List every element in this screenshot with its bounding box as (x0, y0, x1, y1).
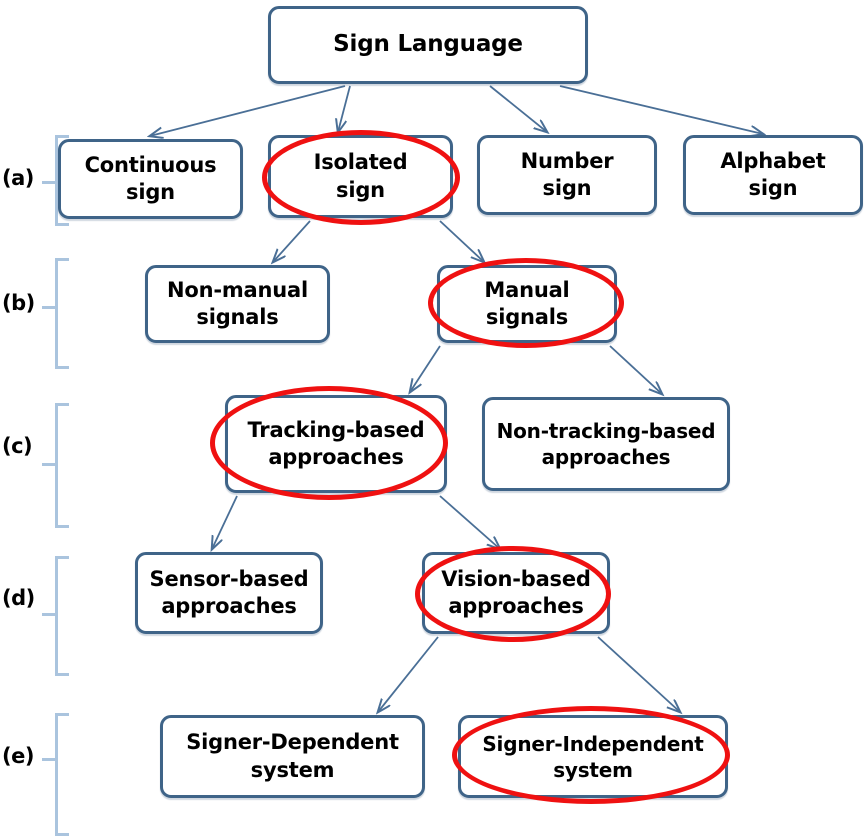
group-label-a: (a) (2, 166, 34, 190)
bracket-segment (55, 223, 69, 226)
bracket-segment (55, 403, 58, 528)
edge-tracking-to-vision (439, 495, 500, 549)
node-label: Number sign (520, 148, 614, 200)
bracket-segment (55, 713, 69, 716)
node-label: Sign Language (333, 31, 523, 58)
node-manual[interactable]: Manual signals (437, 265, 617, 343)
node-alphabet[interactable]: Alphabet sign (683, 135, 863, 215)
bracket-segment (55, 258, 58, 369)
edge-root-to-alphabet (559, 85, 763, 134)
edge-vision-to-dependent (378, 636, 439, 712)
bracket-segment (42, 613, 56, 616)
node-label: Signer-Independent system (482, 731, 704, 782)
node-label: Non-tracking-based approaches (496, 419, 716, 469)
bracket-segment (55, 673, 69, 676)
node-dependent[interactable]: Signer-Dependent system (160, 715, 425, 798)
node-nontracking[interactable]: Non-tracking-based approaches (482, 397, 730, 491)
edge-manual-to-tracking (410, 345, 441, 392)
edge-vision-to-independent (597, 636, 680, 712)
bracket-segment (55, 135, 69, 138)
node-label: Sensor-based approaches (149, 566, 309, 618)
bracket-segment (55, 713, 58, 836)
node-label: Non-manual signals (167, 277, 308, 329)
bracket-segment (55, 556, 58, 676)
bracket-segment (55, 403, 69, 406)
node-isolated[interactable]: Isolated sign (268, 135, 453, 218)
node-independent[interactable]: Signer-Independent system (458, 715, 728, 798)
bracket-segment (55, 258, 69, 261)
bracket-segment (55, 833, 69, 836)
group-label-e: (e) (2, 744, 34, 768)
bracket-segment (42, 306, 56, 309)
node-root[interactable]: Sign Language (268, 6, 588, 84)
edge-isolated-to-nonmanual (273, 220, 311, 262)
node-tracking[interactable]: Tracking-based approaches (225, 395, 447, 493)
node-label: Continuous sign (84, 152, 217, 204)
edge-isolated-to-manual (439, 220, 484, 262)
node-continuous[interactable]: Continuous sign (58, 139, 243, 219)
node-label: Alphabet sign (720, 148, 826, 200)
bracket-segment (42, 181, 56, 184)
edge-root-to-continuous (150, 85, 346, 136)
bracket-segment (55, 556, 69, 559)
node-number[interactable]: Number sign (477, 135, 657, 215)
edge-manual-to-nontracking (609, 345, 662, 394)
edge-tracking-to-sensor (212, 495, 238, 549)
bracket-segment (42, 758, 56, 761)
edge-root-to-isolated (338, 85, 351, 132)
group-label-c: (c) (2, 434, 33, 458)
node-vision[interactable]: Vision-based approaches (422, 552, 610, 634)
node-nonmanual[interactable]: Non-manual signals (145, 265, 330, 343)
group-label-b: (b) (2, 291, 35, 315)
bracket-segment (55, 525, 69, 528)
node-label: Tracking-based approaches (247, 417, 425, 469)
node-label: Signer-Dependent system (186, 730, 399, 782)
node-label: Vision-based approaches (441, 566, 591, 618)
node-sensor[interactable]: Sensor-based approaches (135, 552, 323, 634)
edge-root-to-number (489, 85, 547, 132)
group-label-d: (d) (2, 586, 35, 610)
bracket-segment (55, 135, 58, 226)
node-label: Isolated sign (313, 150, 408, 202)
node-label: Manual signals (484, 277, 570, 329)
bracket-segment (42, 463, 56, 466)
bracket-segment (55, 366, 69, 369)
